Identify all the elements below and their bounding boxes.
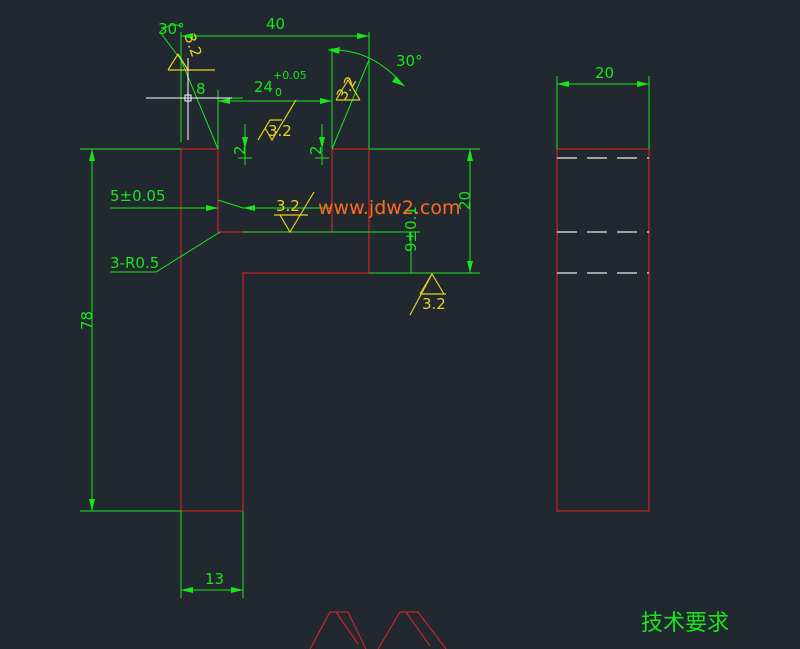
dimension-24-tol-upper: +0.05 (273, 69, 307, 82)
radius-label: 3-R0.5 (110, 254, 159, 272)
dimension-78: 78 (78, 311, 96, 330)
dimension-5: 5±0.05 (110, 187, 166, 205)
roughness-top-left: 3.2 (180, 31, 205, 60)
angle-right-label: 30° (396, 52, 423, 70)
dimension-lines (80, 24, 650, 598)
arrowheads (89, 33, 649, 593)
angle-left-label: 30° (158, 20, 185, 38)
dimension-24-tol-lower: 0 (275, 86, 282, 99)
dimension-9: 9±0.1 (402, 206, 420, 252)
dimension-13: 13 (205, 570, 224, 588)
roughness-right: 3.2 (422, 295, 446, 313)
dimension-40: 40 (266, 15, 285, 33)
hidden-lines (557, 157, 649, 274)
partial-detail-view (309, 611, 447, 649)
dimension-2-left: 2 (231, 145, 249, 155)
technical-requirements-heading: 技术要求 (641, 611, 729, 636)
side-view-outline (556, 148, 650, 512)
dimension-2-right: 2 (307, 145, 325, 155)
roughness-top-center: 3.2 (268, 122, 292, 140)
roughness-middle: 3.2 (276, 197, 300, 215)
side-view (556, 148, 650, 512)
dimension-20-side: 20 (595, 64, 614, 82)
watermark: www.jdw2.com (318, 197, 461, 219)
roughness-symbols (167, 52, 446, 316)
dimension-24: 24 (254, 78, 273, 96)
dimension-8: 8 (196, 80, 206, 98)
dimension-20-height: 20 (456, 191, 474, 210)
crosshair-cursor-icon (146, 58, 232, 140)
